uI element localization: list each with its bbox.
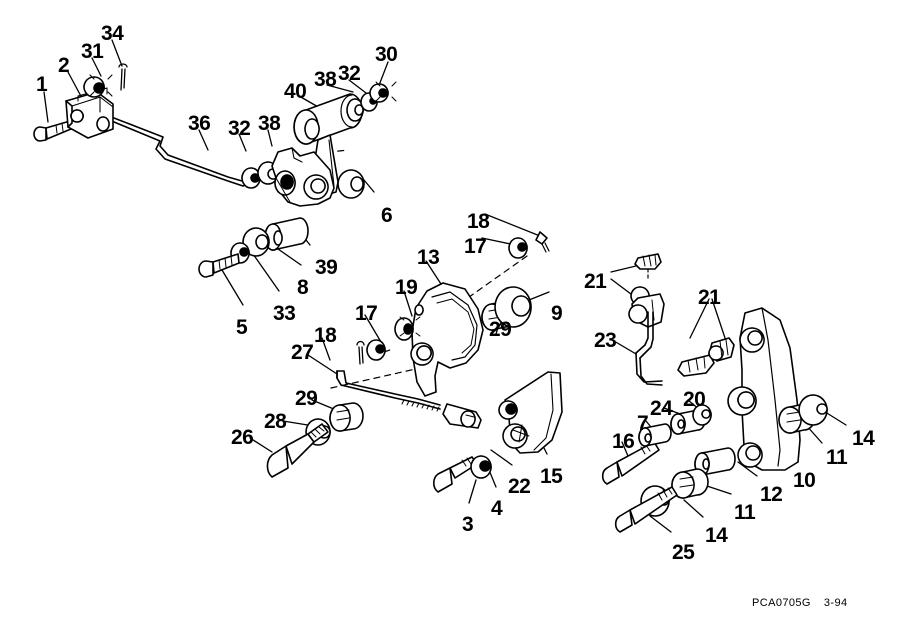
part-18b-pin bbox=[356, 340, 365, 365]
part-40-tube bbox=[293, 93, 363, 145]
callout-17-a: 17 bbox=[464, 235, 487, 258]
part-34-cotter-pin bbox=[118, 63, 128, 91]
callout-16: 16 bbox=[612, 430, 635, 453]
callout-11-a: 11 bbox=[826, 446, 848, 469]
part-39-bushing bbox=[264, 217, 309, 251]
callout-38-b: 38 bbox=[258, 112, 281, 135]
callout-20: 20 bbox=[683, 388, 706, 411]
part-5-screw bbox=[198, 253, 240, 278]
part-22-trunnion bbox=[442, 403, 482, 429]
callout-13: 13 bbox=[417, 246, 440, 269]
callout-36: 36 bbox=[188, 112, 211, 135]
part-21-clip-top bbox=[634, 253, 662, 281]
part-7-bushing bbox=[638, 423, 672, 447]
callout-6: 6 bbox=[381, 204, 393, 227]
callout-40: 40 bbox=[284, 80, 307, 103]
callout-17-b: 17 bbox=[355, 302, 378, 325]
part-19-locknut bbox=[394, 316, 421, 341]
callout-32-a: 32 bbox=[338, 62, 361, 85]
callout-26: 26 bbox=[231, 426, 254, 449]
part-6-washer bbox=[337, 169, 365, 199]
part-32b-nut bbox=[241, 167, 261, 189]
callout-28: 28 bbox=[264, 410, 287, 433]
part-31-nut bbox=[83, 74, 113, 98]
callout-39: 39 bbox=[315, 256, 338, 279]
part-15-plate bbox=[498, 371, 563, 454]
part-23-bent-rod bbox=[635, 311, 663, 386]
part-29b-grommet bbox=[329, 402, 364, 432]
callout-24: 24 bbox=[650, 397, 673, 420]
callout-23: 23 bbox=[594, 329, 617, 352]
callout-8: 8 bbox=[297, 276, 309, 299]
part-4-washer bbox=[470, 455, 492, 479]
callout-21-a: 21 bbox=[584, 270, 607, 293]
callout-32-b: 32 bbox=[228, 117, 251, 140]
part-1-bolt bbox=[33, 120, 72, 142]
callout-2: 2 bbox=[58, 54, 70, 77]
callout-14-b: 14 bbox=[705, 524, 728, 547]
callout-25: 25 bbox=[672, 541, 695, 564]
part-20-washer bbox=[692, 404, 712, 426]
part-17a-nut bbox=[508, 237, 528, 259]
part-2-connector-block bbox=[65, 87, 114, 139]
part-9-washer bbox=[494, 286, 532, 328]
callout-9: 9 bbox=[551, 302, 563, 325]
callout-21-b: 21 bbox=[698, 286, 721, 309]
part-21-connector-body bbox=[628, 286, 665, 328]
callout-4: 4 bbox=[491, 497, 503, 520]
callout-12: 12 bbox=[760, 483, 783, 506]
callout-3: 3 bbox=[462, 513, 474, 536]
callout-31: 31 bbox=[81, 40, 104, 63]
part-10-linkage-arm bbox=[727, 307, 801, 471]
callout-30: 30 bbox=[375, 43, 398, 66]
callout-14-a: 14 bbox=[852, 427, 875, 450]
callout-34: 34 bbox=[101, 22, 124, 45]
callout-29-b: 29 bbox=[295, 387, 318, 410]
part-26-shoulder-bolt bbox=[266, 423, 329, 478]
part-27-rod bbox=[336, 370, 441, 412]
callout-7: 7 bbox=[637, 412, 649, 435]
callout-18-b: 18 bbox=[314, 324, 337, 347]
callout-10: 10 bbox=[793, 469, 816, 492]
part-3-bolt bbox=[432, 456, 478, 493]
diagram-footer: PCA0705G 3-94 bbox=[752, 597, 847, 609]
callout-22: 22 bbox=[508, 475, 531, 498]
part-14a-washer bbox=[798, 394, 828, 426]
part-11b-grommet bbox=[671, 468, 709, 499]
part-17b-nut bbox=[366, 339, 386, 361]
callout-1: 1 bbox=[36, 73, 48, 96]
part-21-clip-mid-b bbox=[708, 337, 735, 362]
callout-18-a: 18 bbox=[467, 210, 490, 233]
callout-5: 5 bbox=[236, 316, 248, 339]
callout-11-b: 11 bbox=[734, 501, 756, 524]
rod-threads bbox=[401, 399, 440, 412]
part-13-cam-bracket bbox=[410, 282, 484, 397]
callout-38-a: 38 bbox=[314, 68, 337, 91]
part-21-clip-mid-a bbox=[677, 354, 715, 377]
part-16-bolt bbox=[601, 441, 660, 485]
callout-27: 27 bbox=[291, 341, 314, 364]
diagram-code: PCA0705G bbox=[752, 597, 811, 609]
part-8-washer bbox=[242, 227, 270, 257]
part-25-bolt bbox=[614, 486, 678, 533]
callout-19: 19 bbox=[395, 276, 418, 299]
part-30-nut bbox=[369, 81, 397, 103]
linkage-housing bbox=[271, 147, 335, 207]
callout-33: 33 bbox=[273, 302, 296, 325]
callout-29-a: 29 bbox=[489, 318, 512, 341]
part-18a-pin bbox=[535, 231, 550, 253]
diagram-date: 3-94 bbox=[823, 597, 848, 609]
callout-15: 15 bbox=[540, 465, 563, 488]
